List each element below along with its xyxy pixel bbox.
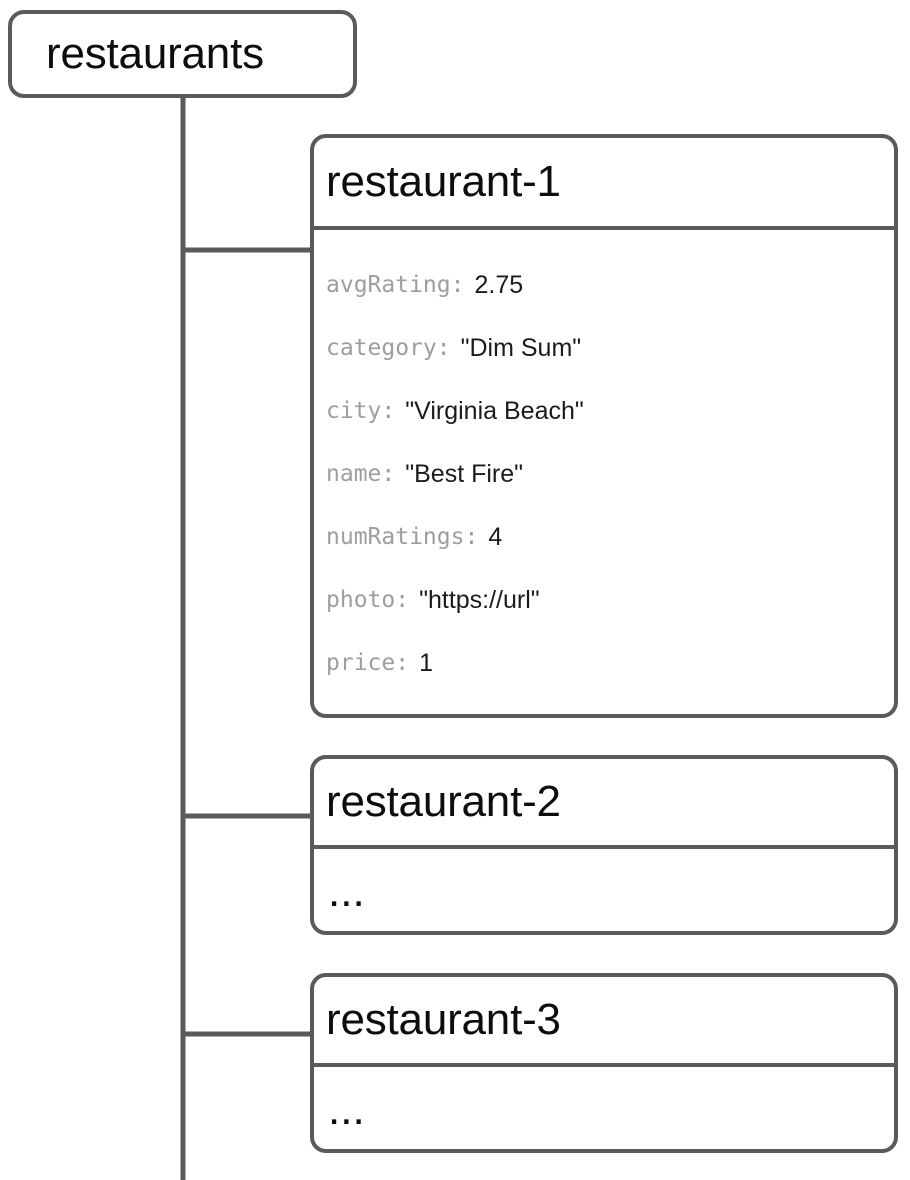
document-card-title: restaurant-3	[326, 995, 561, 1044]
field-row: numRatings: 4	[314, 506, 894, 569]
document-card-fields: avgRating: 2.75 category: "Dim Sum" city…	[314, 230, 894, 695]
field-key: avgRating:	[326, 272, 465, 298]
field-row: name: "Best Fire"	[314, 443, 894, 506]
document-card-fields: ...	[314, 849, 894, 931]
ellipsis-placeholder: ...	[328, 1085, 365, 1135]
field-row: price: 1	[314, 632, 894, 695]
ellipsis-placeholder: ...	[328, 867, 365, 917]
field-key: price:	[326, 650, 410, 676]
field-key: city:	[326, 398, 396, 424]
document-card-title: restaurant-1	[326, 157, 561, 206]
field-value: 1	[419, 649, 433, 677]
field-value: "Best Fire"	[405, 460, 524, 488]
collection-node-restaurants[interactable]: restaurants	[8, 10, 357, 98]
document-card-restaurant-2[interactable]: restaurant-2 ...	[310, 755, 898, 935]
collection-node-label: restaurants	[46, 29, 264, 78]
document-card-restaurant-3[interactable]: restaurant-3 ...	[310, 973, 898, 1153]
document-card-header[interactable]: restaurant-3	[314, 977, 894, 1067]
field-value: "https://url"	[419, 586, 540, 614]
document-card-title: restaurant-2	[326, 777, 561, 826]
field-key: category:	[326, 335, 451, 361]
field-key: name:	[326, 461, 396, 487]
field-value: 4	[488, 523, 503, 551]
field-row: photo: "https://url"	[314, 569, 894, 632]
document-card-header[interactable]: restaurant-2	[314, 759, 894, 849]
field-row: avgRating: 2.75	[314, 254, 894, 317]
field-value: 2.75	[474, 271, 524, 299]
document-card-restaurant-1[interactable]: restaurant-1 avgRating: 2.75 category: "…	[310, 134, 898, 718]
field-value: "Dim Sum"	[460, 334, 582, 362]
field-value: "Virginia Beach"	[405, 397, 584, 425]
field-key: numRatings:	[326, 524, 479, 550]
field-row: city: "Virginia Beach"	[314, 380, 894, 443]
document-card-fields: ...	[314, 1067, 894, 1149]
document-card-header[interactable]: restaurant-1	[314, 138, 894, 230]
field-row: category: "Dim Sum"	[314, 317, 894, 380]
field-key: photo:	[326, 587, 410, 613]
